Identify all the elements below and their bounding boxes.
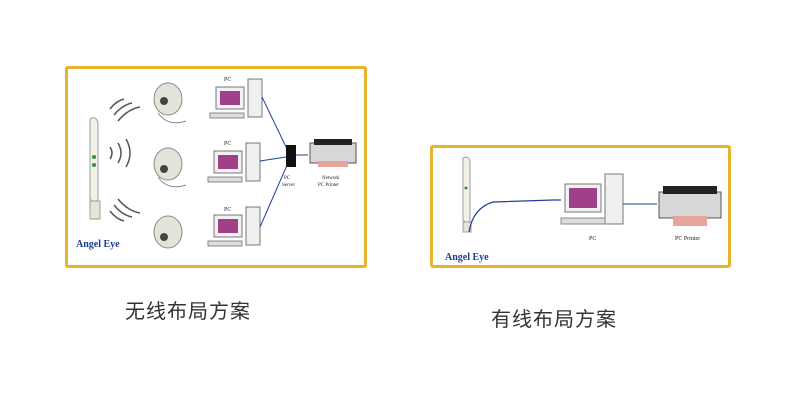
intraoral-camera-icon [462,156,472,233]
pc-icon [207,142,261,183]
server-icon [286,145,296,167]
printer-label: PC Printer [675,236,700,242]
pc-icon [209,78,263,119]
wireless-diagram-svg: Angel Eye PC [76,77,357,250]
receiver-icon [153,215,183,249]
brand-label: Angel Eye [76,239,120,250]
usb-cable [468,199,561,233]
pc-label: PC [224,77,231,83]
printer-label-line2: PC Printer [318,183,339,188]
wired-layout-diagram: Angel Eye PC PC Printer [430,145,731,268]
pc-icon [207,206,261,247]
printer-icon [309,139,357,167]
wired-diagram-svg: Angel Eye PC PC Printer [445,156,722,263]
intraoral-camera-icon [89,117,101,220]
pc-label: PC [589,236,596,242]
pc-icon [560,173,624,225]
printer-label-line1: Network [322,176,340,181]
pc-label: PC [224,141,231,147]
pc-label: PC [224,207,231,213]
server-label-line1: PC [284,176,291,181]
receiver-icon [153,82,187,124]
wireless-caption: 无线布局方案 [125,299,251,323]
receiver-icon [153,147,187,188]
server-label-line2: Server [282,183,295,188]
printer-icon [658,186,722,226]
network-cable [259,96,308,228]
brand-label: Angel Eye [445,252,489,263]
wireless-signal-icon [109,98,141,222]
wired-caption: 有线布局方案 [491,307,617,331]
wireless-layout-diagram: Angel Eye PC [65,66,367,268]
